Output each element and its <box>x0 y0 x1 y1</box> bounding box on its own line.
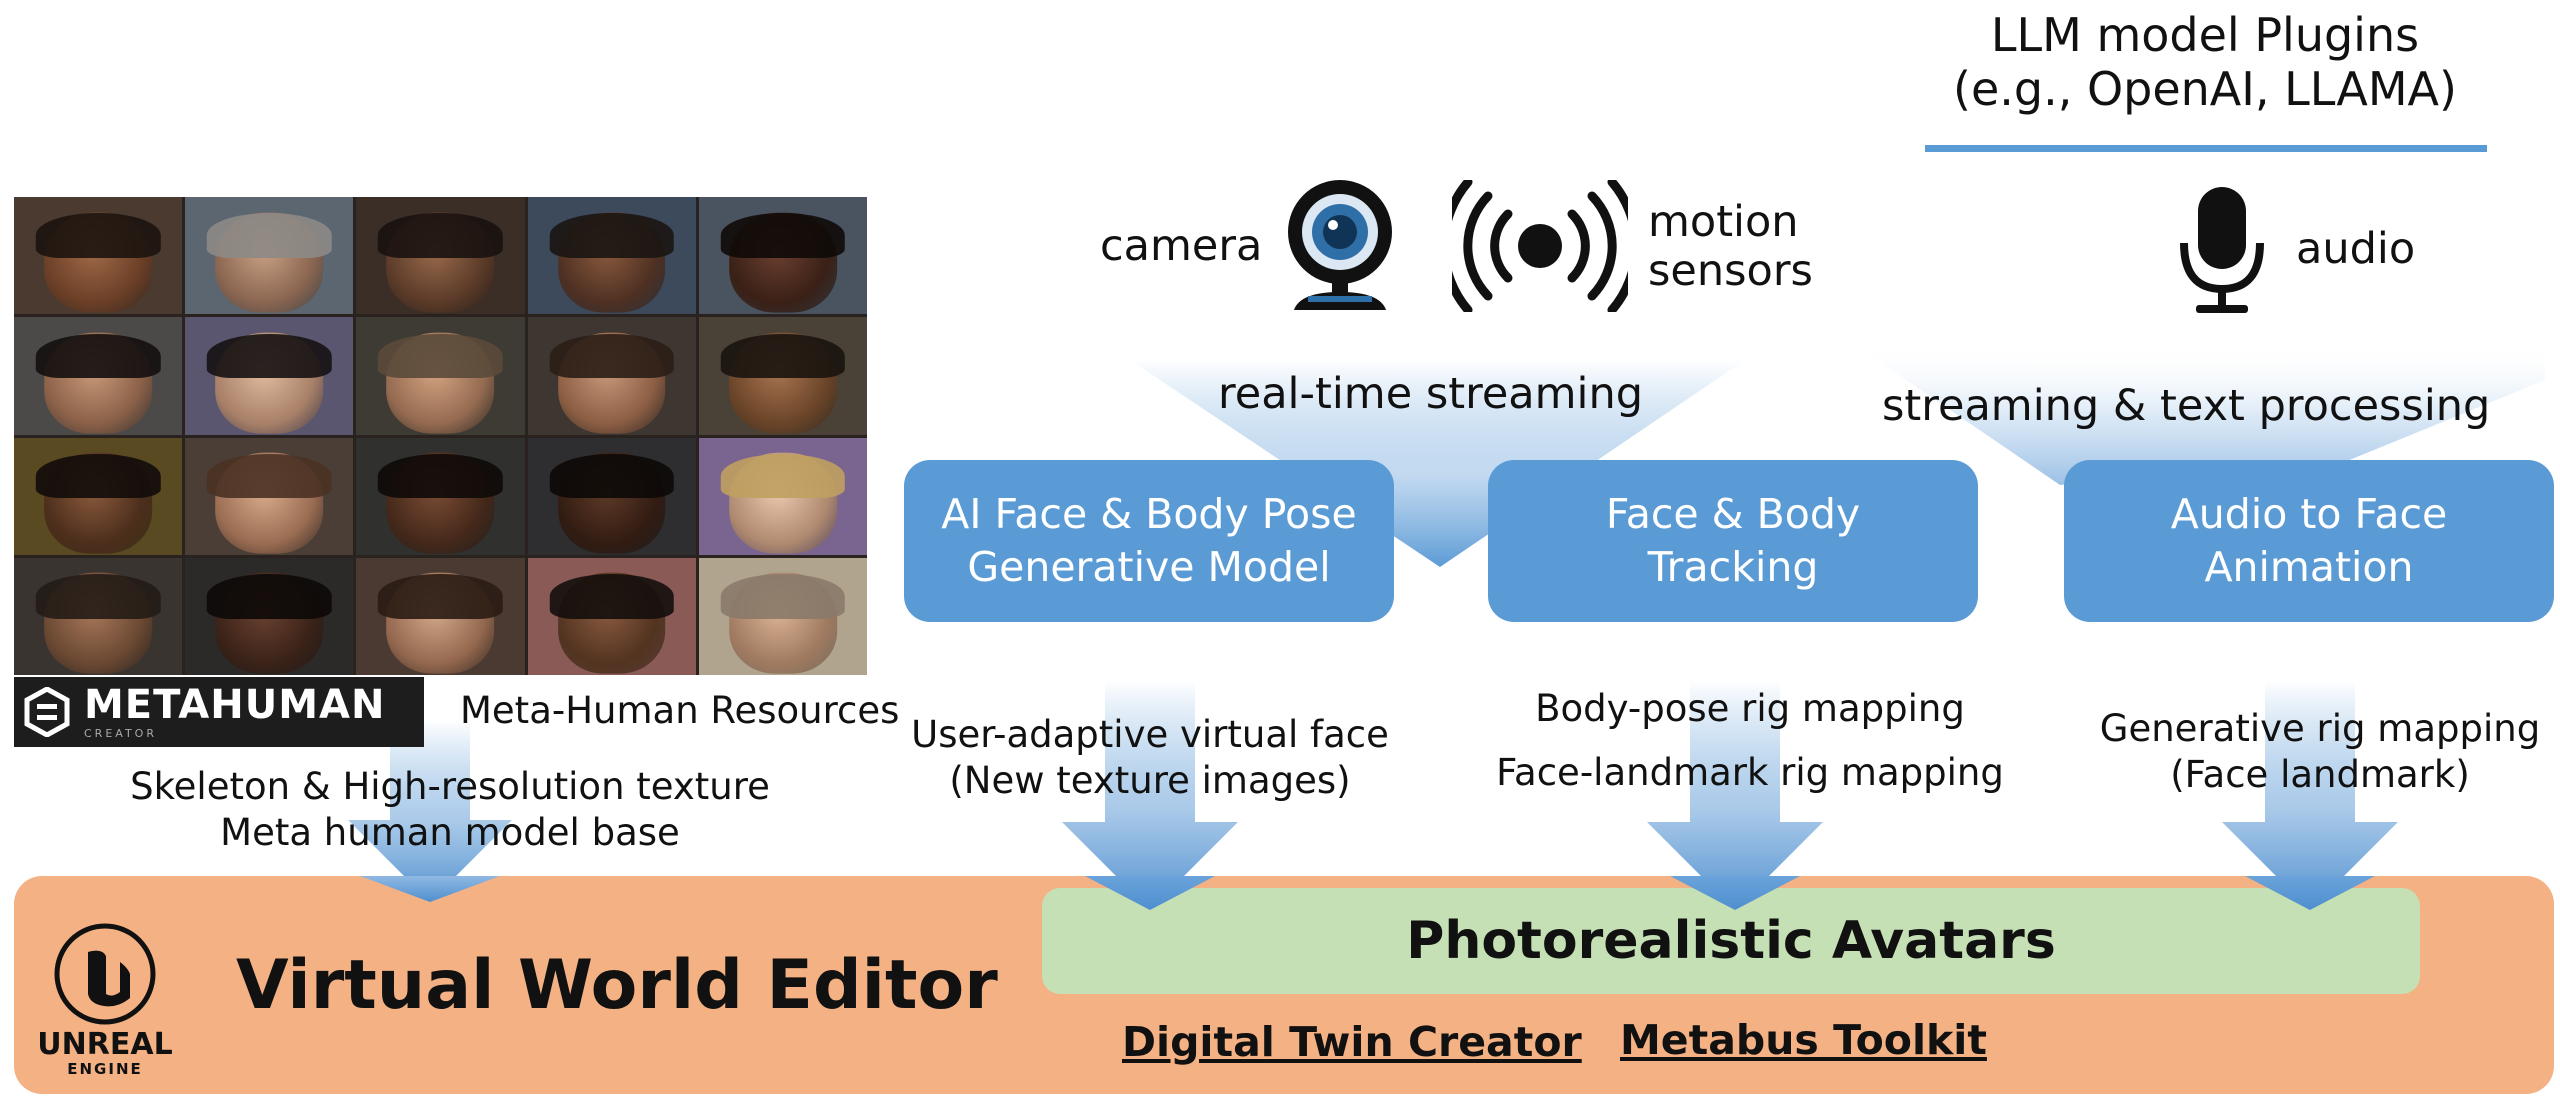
ai-pose-line1: AI Face & Body Pose <box>941 489 1357 538</box>
face-landmark-line: (Face landmark) <box>2170 753 2470 797</box>
audio2face-line1: Audio to Face <box>2170 489 2448 538</box>
photorealistic-avatars-box: Photorealistic Avatars <box>1042 888 2420 994</box>
face-thumbnail <box>527 197 696 315</box>
unreal-sub: ENGINE <box>67 1060 143 1078</box>
face-rig-line: Face-landmark rig mapping <box>1496 751 2004 795</box>
arrow-generative-rig <box>2222 680 2398 910</box>
unreal-logo-icon: UNREAL ENGINE <box>30 922 180 1082</box>
metahuman-wordmark: METAHUMAN <box>84 681 386 728</box>
face-thumbnail <box>14 197 183 315</box>
rig-mapping-caption: Body-pose rig mapping Face-landmark rig … <box>1480 686 2020 797</box>
body-rig-line: Body-pose rig mapping <box>1535 687 1965 730</box>
face-thumbnail <box>698 557 867 675</box>
metahuman-logo-icon: METAHUMAN CREATOR <box>14 677 424 747</box>
realtime-funnel <box>1130 360 1745 567</box>
face-thumbnail <box>14 437 183 555</box>
camera-label: camera <box>1100 221 1263 271</box>
face-thumbnail <box>356 437 525 555</box>
face-thumbnail <box>185 557 354 675</box>
face-thumbnail <box>356 557 525 675</box>
arrow-rig-mapping <box>1647 680 1823 910</box>
llm-title-line1: LLM model Plugins <box>1990 8 2420 62</box>
face-thumbnail <box>356 197 525 315</box>
metahuman-hex-icon <box>24 687 70 737</box>
face-thumbnail <box>14 317 183 435</box>
digital-twin-creator-link[interactable]: Digital Twin Creator <box>1122 1018 1582 1066</box>
arrow-metahuman <box>348 720 512 902</box>
arrow-virtual-face <box>1062 680 1238 910</box>
face-thumbnail <box>527 557 696 675</box>
skeleton-line: Skeleton & High-resolution texture <box>130 765 770 808</box>
tracking-box: Face & Body Tracking <box>1488 460 1978 622</box>
motion-label-line2: sensors <box>1648 246 1813 297</box>
unreal-wordmark: UNREAL <box>37 1027 173 1062</box>
face-thumbnail <box>185 317 354 435</box>
face-thumbnail <box>698 197 867 315</box>
metabus-toolkit-link[interactable]: Metabus Toolkit <box>1620 1016 1987 1064</box>
motion-label-line1: motion <box>1648 197 1799 247</box>
metahuman-resources-label: Meta-Human Resources <box>460 689 900 732</box>
face-thumbnail <box>14 557 183 675</box>
tracking-line2: Tracking <box>1647 543 1819 591</box>
virtual-face-line: User-adaptive virtual face <box>911 713 1389 756</box>
face-thumbnail <box>185 197 354 315</box>
metahuman-sub: CREATOR <box>84 726 157 740</box>
virtual-face-caption: User-adaptive virtual face (New texture … <box>900 712 1400 805</box>
new-texture-line: (New texture images) <box>949 759 1351 803</box>
ai-pose-model-box: AI Face & Body Pose Generative Model <box>904 460 1394 622</box>
model-base-line: Meta human model base <box>220 811 680 855</box>
webcam-icon <box>1280 172 1400 312</box>
microphone-icon <box>2178 185 2266 315</box>
face-thumbnail <box>356 317 525 435</box>
llm-plugins-title: LLM model Plugins (e.g., OpenAI, LLAMA) <box>1930 8 2480 117</box>
motion-sensors-label: motion sensors <box>1648 197 1813 297</box>
generative-rig-caption: Generative rig mapping (Face landmark) <box>2085 706 2555 799</box>
realtime-streaming-label: real-time streaming <box>1218 369 1644 419</box>
audio-to-face-box: Audio to Face Animation <box>2064 460 2554 622</box>
metahuman-face-grid <box>14 197 867 675</box>
face-thumbnail <box>527 437 696 555</box>
face-thumbnail <box>527 317 696 435</box>
ai-pose-line2: Generative Model <box>967 543 1331 591</box>
unreal-emblem-icon <box>54 923 156 1025</box>
text-processing-label: streaming & text processing <box>1882 381 2491 431</box>
audio2face-line2: Animation <box>2204 543 2414 591</box>
broadcast-icon <box>1439 177 1641 315</box>
llm-underline <box>1925 145 2487 152</box>
text-funnel <box>1855 345 2545 485</box>
face-thumbnail <box>698 317 867 435</box>
face-thumbnail <box>185 437 354 555</box>
skeleton-caption: Skeleton & High-resolution texture Meta … <box>110 764 790 857</box>
virtual-world-editor-title: Virtual World Editor <box>236 946 998 1025</box>
gen-rig-line: Generative rig mapping <box>2099 707 2541 750</box>
llm-title-line2: (e.g., OpenAI, LLAMA) <box>1953 62 2457 117</box>
tracking-line1: Face & Body <box>1605 489 1861 538</box>
face-thumbnail <box>698 437 867 555</box>
audio-label: audio <box>2296 224 2416 274</box>
